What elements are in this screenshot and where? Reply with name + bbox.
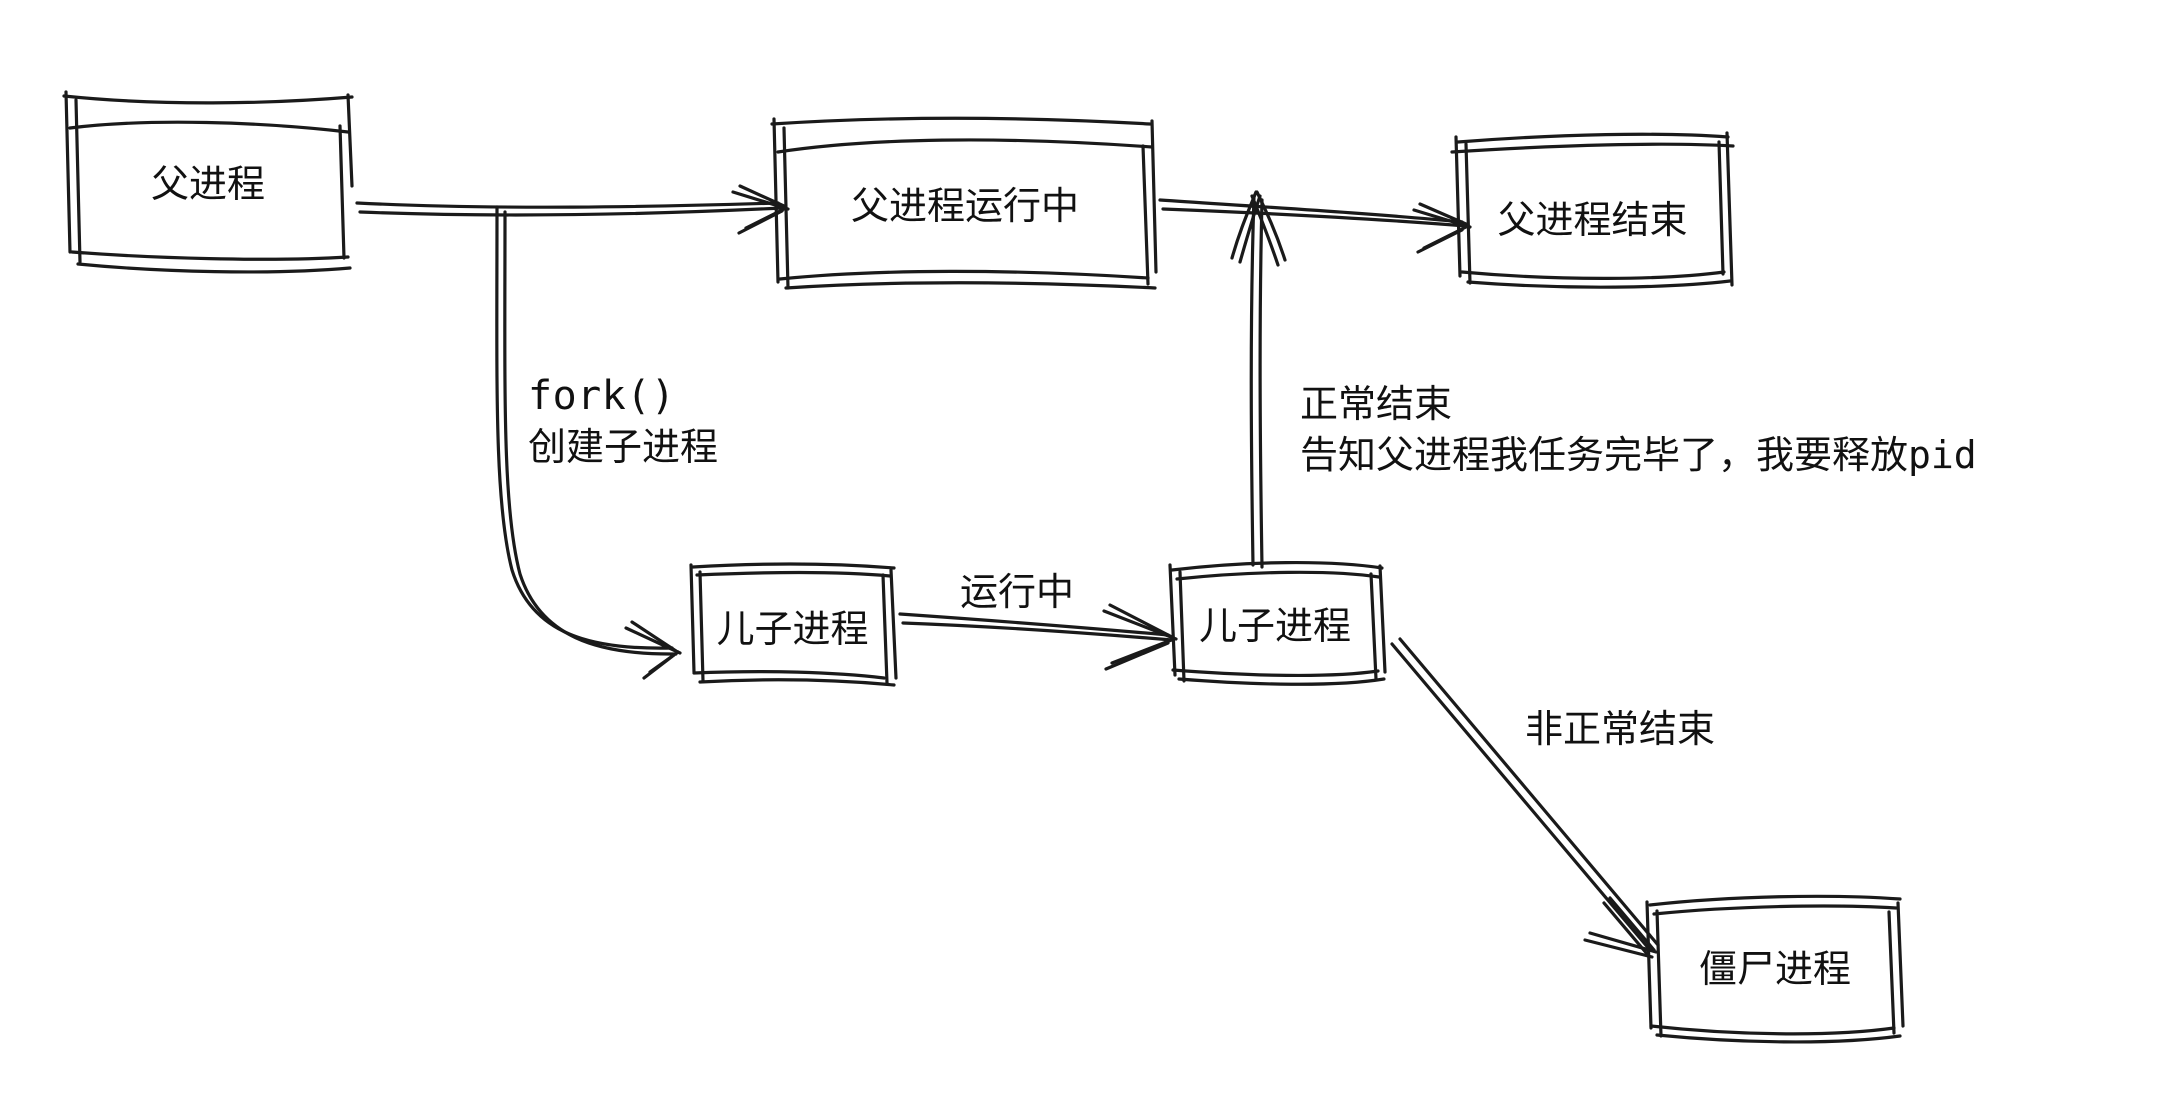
edge-label-normal-exit-pid: pid	[1908, 433, 1977, 478]
node-box-child-1	[689, 562, 898, 687]
node-box-child-2	[1168, 560, 1387, 686]
node-box-zombie	[1645, 894, 1905, 1044]
edge-running-to-end	[1158, 198, 1472, 254]
edge-abnormal-exit	[1390, 637, 1660, 959]
edge-normal-exit	[1230, 190, 1287, 569]
edge-label-abnormal-exit: 非正常结束	[1525, 709, 1716, 751]
edge-label-normal-exit-line2: 告知父进程我任务完毕了，我要释放pid	[1300, 430, 1977, 481]
node-box-parent-end	[1450, 131, 1735, 289]
edge-child-running	[898, 603, 1178, 671]
edge-label-normal-exit: 正常结束 告知父进程我任务完毕了，我要释放pid	[1300, 380, 1977, 481]
edge-label-fork-call: fork()	[528, 373, 676, 419]
edge-fork-curve	[495, 205, 682, 680]
edge-parent-to-running	[355, 184, 790, 235]
node-box-parent-running	[770, 116, 1158, 290]
edge-label-normal-exit-line1: 正常结束	[1300, 384, 1453, 426]
edge-label-fork-desc: 创建子进程	[528, 426, 719, 469]
edge-label-fork: fork() 创建子进程	[528, 370, 718, 473]
node-box-parent	[62, 90, 354, 274]
edge-label-child-running: 运行中	[960, 572, 1075, 614]
edge-label-normal-exit-text: 告知父进程我任务完毕了，我要释放	[1300, 435, 1909, 478]
